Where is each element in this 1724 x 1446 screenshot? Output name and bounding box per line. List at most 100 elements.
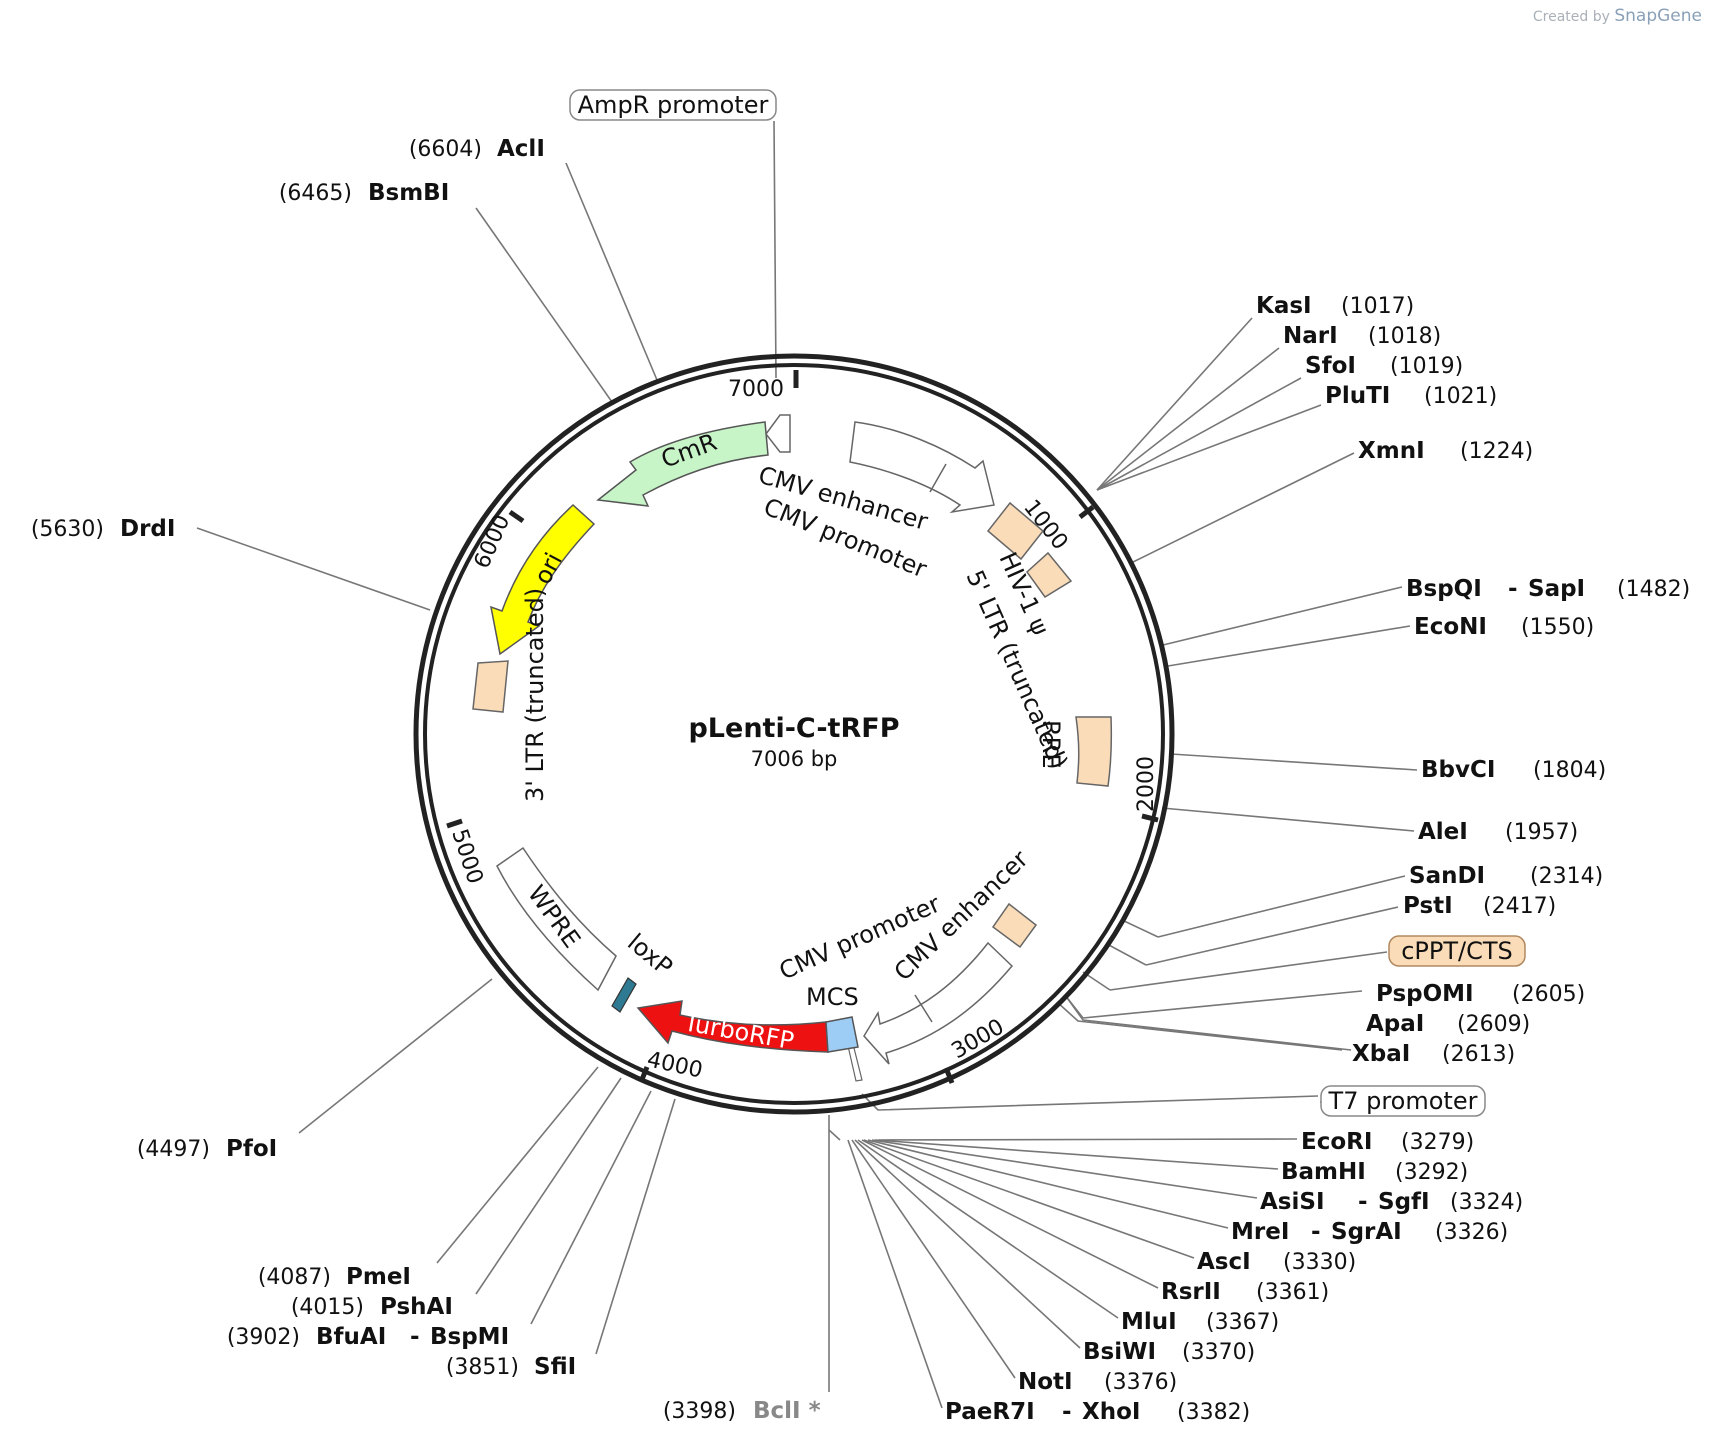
site-pos-alei: (1957) <box>1505 820 1578 845</box>
site-sep-paer7i: - <box>1062 1399 1072 1425</box>
loxp-label: loxP <box>622 928 678 981</box>
cmv-enhancer-bottom-arrow <box>863 941 1014 1065</box>
site-name-drdi[interactable]: DrdI <box>120 516 175 542</box>
site-pos-bsmbi: (6465) <box>279 181 352 206</box>
site-name-pmei[interactable]: PmeI <box>346 1264 411 1290</box>
mcs-label: MCS <box>806 983 859 1011</box>
site-labels: (6604) AclI (6465) BsmBI (5630) DrdI (44… <box>31 136 1690 1425</box>
site-name-bsiwi[interactable]: BsiWI <box>1083 1339 1156 1365</box>
site-name-sandi[interactable]: SanDI <box>1409 863 1485 889</box>
boxed-labels: AmpR promoter cPPT/CTS T7 promoter <box>569 89 1526 1117</box>
loxp-block <box>611 977 637 1013</box>
cmr-arrow <box>596 421 769 507</box>
cppt-block <box>991 902 1038 949</box>
ampr-promoter-arrow <box>765 414 791 453</box>
cppt-label: cPPT/CTS <box>1401 937 1513 965</box>
ticks <box>446 370 1159 1084</box>
site-name-bsmbi[interactable]: BsmBI <box>368 180 449 206</box>
site-pos-drdi: (5630) <box>31 517 104 542</box>
site-pos-bbvci: (1804) <box>1533 758 1606 783</box>
site-pos-bsiwi: (3370) <box>1182 1340 1255 1365</box>
site-name-bamhi[interactable]: BamHI <box>1281 1159 1366 1185</box>
ampr-promoter-label: AmpR promoter <box>578 91 769 119</box>
site-name-sgfi[interactable]: SgfI <box>1378 1189 1430 1215</box>
site-pos-bamhi: (3292) <box>1395 1160 1468 1185</box>
turborfp-label: TurboRFP <box>681 1008 796 1055</box>
site-pos-sandi: (2314) <box>1530 864 1603 889</box>
site-name-bbvci[interactable]: BbvCI <box>1421 757 1495 783</box>
cppt-box <box>1388 935 1526 967</box>
site-pos-nari: (1018) <box>1368 324 1441 349</box>
site-name-mrei[interactable]: MreI <box>1231 1219 1289 1245</box>
site-name-kasi[interactable]: KasI <box>1256 293 1312 319</box>
tick-label-2000: 2000 <box>1134 756 1159 812</box>
site-name-noti[interactable]: NotI <box>1018 1369 1073 1395</box>
wpre-block <box>496 846 617 992</box>
site-name-pluti[interactable]: PluTI <box>1325 383 1390 409</box>
site-sep-mrei: - <box>1311 1219 1321 1245</box>
mcs-block <box>825 1016 859 1053</box>
site-name-bfuai[interactable]: BfuAI <box>316 1324 386 1350</box>
site-name-acli[interactable]: AclI <box>497 136 545 162</box>
site-name-paer7i[interactable]: PaeR7I <box>945 1399 1035 1425</box>
site-pos-kasi: (1017) <box>1341 294 1414 319</box>
site-pos-ecori: (3279) <box>1401 1130 1474 1155</box>
site-name-bcli[interactable]: BclI * <box>753 1398 821 1424</box>
t7-promoter-box <box>1320 1085 1486 1117</box>
site-name-asci[interactable]: AscI <box>1197 1249 1251 1275</box>
site-name-apai[interactable]: ApaI <box>1366 1011 1424 1037</box>
site-name-econi[interactable]: EcoNI <box>1414 614 1487 640</box>
ltr3-block <box>472 660 509 713</box>
site-pos-psti: (2417) <box>1483 894 1556 919</box>
tick-label-6000: 6000 <box>470 511 516 572</box>
site-name-alei[interactable]: AleI <box>1418 819 1468 845</box>
site-pos-paer7i: (3382) <box>1177 1400 1250 1425</box>
rre-block <box>1075 716 1113 787</box>
site-name-xhoi[interactable]: XhoI <box>1082 1399 1140 1425</box>
plasmid-name: pLenti-C-tRFP <box>688 713 899 744</box>
site-pos-pluti: (1021) <box>1424 384 1497 409</box>
site-pos-mlui: (3367) <box>1206 1310 1279 1335</box>
ampr-promoter-box <box>569 89 777 121</box>
site-name-nari[interactable]: NarI <box>1283 323 1338 349</box>
site-name-sapi[interactable]: SapI <box>1528 576 1585 602</box>
site-pos-xmni: (1224) <box>1460 439 1533 464</box>
site-pos-pshai: (4015) <box>291 1295 364 1320</box>
site-pos-xbai: (2613) <box>1442 1042 1515 1067</box>
site-pos-asisi: (3324) <box>1450 1190 1523 1215</box>
site-name-mlui[interactable]: MluI <box>1121 1309 1177 1335</box>
rre-label: RRE <box>1037 720 1065 769</box>
site-name-ecori[interactable]: EcoRI <box>1301 1129 1372 1155</box>
site-pos-bcli: (3398) <box>663 1399 736 1424</box>
site-name-pshai[interactable]: PshAI <box>380 1294 453 1320</box>
site-pos-econi: (1550) <box>1521 615 1594 640</box>
site-name-xmni[interactable]: XmnI <box>1358 438 1425 464</box>
site-pos-pmei: (4087) <box>258 1265 331 1290</box>
site-name-pfoi[interactable]: PfoI <box>226 1136 277 1162</box>
site-pos-rsrii: (3361) <box>1256 1280 1329 1305</box>
site-name-psti[interactable]: PstI <box>1403 893 1453 919</box>
site-name-pspomi[interactable]: PspOMI <box>1376 981 1474 1007</box>
site-pos-acli: (6604) <box>409 137 482 162</box>
site-pos-pfoi: (4497) <box>137 1137 210 1162</box>
site-name-rsrii[interactable]: RsrII <box>1161 1279 1221 1305</box>
site-name-bspqi[interactable]: BspQI <box>1406 576 1482 602</box>
site-name-asisi[interactable]: AsiSI <box>1260 1189 1325 1215</box>
site-pos-apai: (2609) <box>1457 1012 1530 1037</box>
t7-promoter-label: T7 promoter <box>1328 1087 1478 1115</box>
psi-block <box>1025 551 1073 599</box>
site-name-sgrai[interactable]: SgrAI <box>1331 1219 1402 1245</box>
site-sep-bfuai: - <box>410 1324 420 1350</box>
snapgene-credit: Created by SnapGene <box>1533 6 1702 26</box>
site-name-xbai[interactable]: XbaI <box>1352 1041 1410 1067</box>
backbone <box>413 353 1175 1115</box>
site-name-bspmi[interactable]: BspMI <box>430 1324 509 1350</box>
site-pos-bfuai: (3902) <box>227 1325 300 1350</box>
site-leader-lines <box>196 120 1418 1409</box>
tick-label-4000: 4000 <box>645 1047 705 1083</box>
site-pos-sfoi: (1019) <box>1390 354 1463 379</box>
ori-arrow <box>490 503 596 656</box>
site-name-sfii[interactable]: SfiI <box>534 1354 576 1380</box>
site-name-sfoi[interactable]: SfoI <box>1305 353 1356 379</box>
